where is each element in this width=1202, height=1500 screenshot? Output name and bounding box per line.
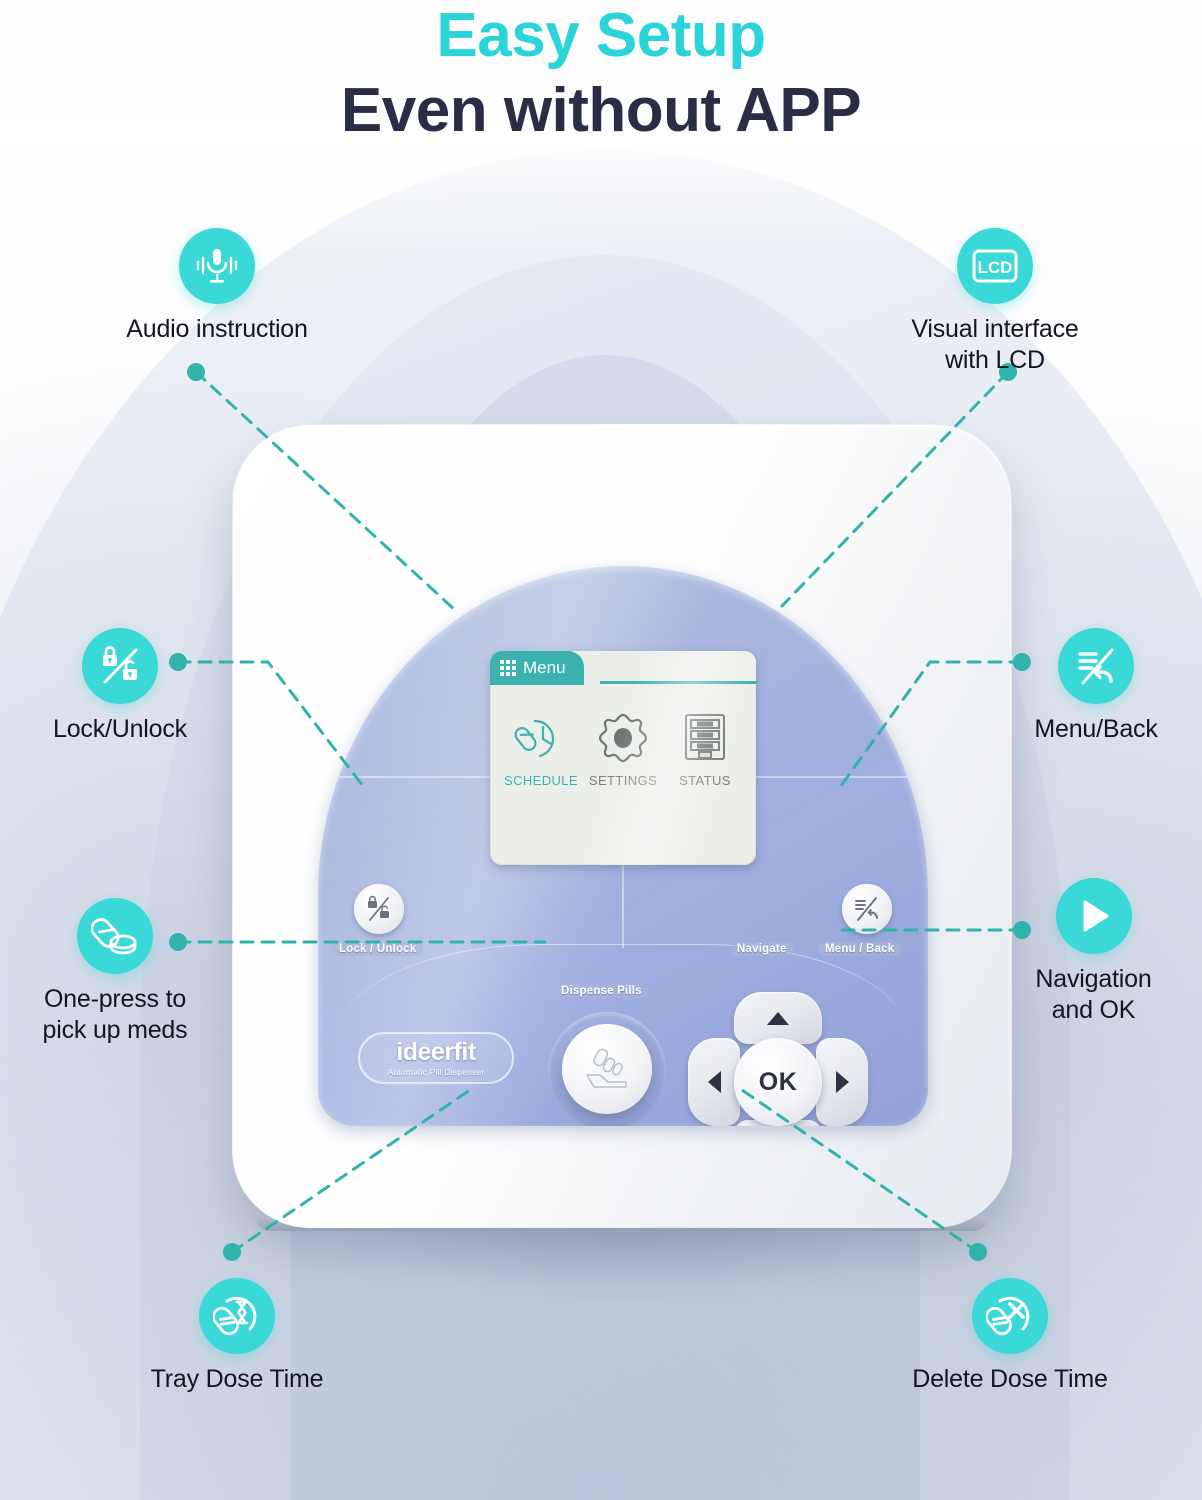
lcd-tabbar: Menu (490, 651, 756, 685)
play-triangle-icon (1083, 900, 1108, 932)
panel-label-lock-unlock: Lock / Unlock (332, 942, 424, 956)
feature-label-lcd-line2: with LCD (945, 346, 1045, 374)
gear-icon (598, 713, 648, 763)
feature-delete-dose-time: Delete Dose Time (845, 1278, 1175, 1395)
headline-line1: Easy Setup (436, 1, 766, 70)
panel-divider-arc (338, 944, 908, 1126)
feature-visual-interface: LCD Visual interface with LCD (840, 228, 1150, 376)
pill-dispenser-device: Menu SCHEDUL (232, 424, 1012, 1304)
panel-label-navigate: Navigate (730, 942, 794, 956)
feature-label-nav-line2: and OK (1051, 996, 1136, 1024)
microphone-soundwave-icon (196, 249, 238, 283)
capsule-hourglass-icon (213, 1296, 257, 1336)
feature-navigation-ok: Navigation and OK (985, 878, 1202, 1026)
brand-name: ideerfit (396, 1037, 476, 1066)
grid-icon (500, 660, 516, 676)
capsule-hourglass-icon-badge (199, 1278, 275, 1354)
feature-tray-dose-time: Tray Dose Time (72, 1278, 402, 1395)
capsule-cross-icon-badge (972, 1278, 1048, 1354)
lock-unlock-icon (103, 646, 138, 684)
lock-unlock-icon-badge (82, 628, 158, 704)
pills-icon (91, 918, 137, 955)
feature-label-press-line2: pick up meds (42, 1016, 188, 1044)
lcd-screen-icon: LCD (972, 249, 1018, 283)
feature-one-press-pickup: One-press to pick up meds (0, 898, 230, 1046)
feature-lock-unlock: Lock/Unlock (0, 628, 240, 745)
headline-block: Easy Setup Even without APP (0, 0, 1202, 146)
menu-back-icon (1078, 648, 1114, 685)
microphone-soundwave-icon-badge (179, 228, 255, 304)
lcd-item-settings[interactable]: SETTINGS (585, 711, 661, 788)
dpad-left-button[interactable] (688, 1038, 740, 1126)
feature-label-tray: Tray Dose Time (150, 1365, 324, 1393)
ok-button[interactable]: OK (734, 1038, 822, 1126)
lcd-item-status[interactable]: STATUS (667, 711, 743, 788)
dispense-pills-button[interactable] (562, 1024, 652, 1114)
lcd-label-schedule: SCHEDULE (504, 773, 578, 788)
lcd-label-settings: SETTINGS (588, 773, 658, 788)
chevron-right-icon (835, 1071, 849, 1093)
feature-label-audio: Audio instruction (126, 315, 308, 343)
capsule-cross-icon (986, 1296, 1030, 1336)
feature-audio-instruction: Audio instruction (52, 228, 382, 345)
lcd-screen[interactable]: Menu SCHEDUL (490, 651, 756, 865)
feature-label-nav-line1: Navigation (1035, 965, 1152, 993)
feature-label-lcd-line1: Visual interface (911, 315, 1079, 343)
dpad-up-button[interactable] (734, 992, 822, 1044)
lcd-tab-underline (600, 681, 756, 684)
svg-text:LCD: LCD (978, 258, 1013, 277)
drawers-icon (685, 714, 725, 760)
feature-menu-back: Menu/Back (990, 628, 1202, 745)
menu-back-icon-badge (1058, 628, 1134, 704)
lcd-screen-icon-badge: LCD (957, 228, 1033, 304)
feature-label-delete: Delete Dose Time (912, 1365, 1108, 1393)
menu-back-small-icon (855, 897, 878, 921)
lock-unlock-button[interactable] (354, 884, 404, 934)
headline-line2: Even without APP (340, 76, 862, 145)
pills-icon-badge (77, 898, 153, 974)
lock-unlock-small-icon (368, 895, 389, 921)
menu-back-button[interactable] (842, 884, 892, 934)
chevron-up-icon (767, 1011, 789, 1025)
lcd-tab-label: Menu (523, 658, 566, 677)
hand-pills-icon (586, 1048, 627, 1088)
control-panel: Menu SCHEDUL (318, 566, 928, 1126)
play-triangle-icon-badge (1055, 878, 1132, 954)
brand-badge: ideerfit Automatic Pill Dispenser (358, 1032, 514, 1084)
lcd-item-schedule[interactable]: SCHEDULE (503, 711, 579, 788)
feature-label-menu: Menu/Back (1034, 715, 1158, 743)
chevron-left-icon (707, 1071, 721, 1093)
lcd-label-status: STATUS (679, 773, 731, 788)
lcd-menu-tab[interactable]: Menu (490, 651, 584, 685)
lcd-menu-items: SCHEDULE SETTINGS (490, 685, 756, 788)
brand-tagline: Automatic Pill Dispenser (387, 1066, 485, 1077)
panel-label-menu-back: Menu / Back (818, 942, 902, 956)
navigation-dpad: OK (688, 992, 868, 1126)
panel-label-dispense-pills: Dispense Pills (554, 984, 649, 998)
dpad-right-button[interactable] (816, 1038, 868, 1126)
feature-label-press-line1: One-press to (43, 985, 187, 1013)
feature-label-lock: Lock/Unlock (53, 715, 187, 743)
pills-clock-icon (514, 719, 555, 758)
